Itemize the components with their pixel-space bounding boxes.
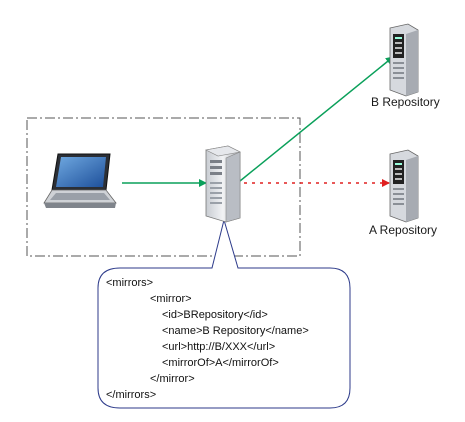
laptop-icon [43, 153, 117, 208]
config-callout-bubble [97, 218, 351, 409]
xml-line-mirror-of: <mirrorOf>A</mirrorOf> [162, 357, 279, 369]
xml-line-mirror-open: <mirror> [150, 293, 192, 305]
a-repository-label: A Repository [369, 223, 438, 237]
xml-line-name: <name>B Repository</name> [162, 325, 309, 337]
mirror-config-xml: <mirrors> <mirror> <id>BRepository</id> … [106, 275, 356, 403]
edge-proxy-to-b-repository [239, 56, 394, 182]
xml-line-mirrors-open: <mirrors> [106, 277, 154, 289]
xml-line-mirror-close: </mirror> [150, 373, 195, 385]
xml-line-id: <id>BRepository</id> [162, 309, 268, 321]
server-tower-icon [205, 145, 241, 223]
xml-line-url: <url>http://B/XXX</url> [162, 341, 276, 353]
b-repository-label: B Repository [371, 95, 440, 109]
server-rack-icon [389, 149, 419, 223]
server-rack-icon [389, 23, 419, 97]
xml-line-mirrors-close: </mirrors> [106, 389, 157, 401]
local-network-boundary [26, 117, 301, 257]
